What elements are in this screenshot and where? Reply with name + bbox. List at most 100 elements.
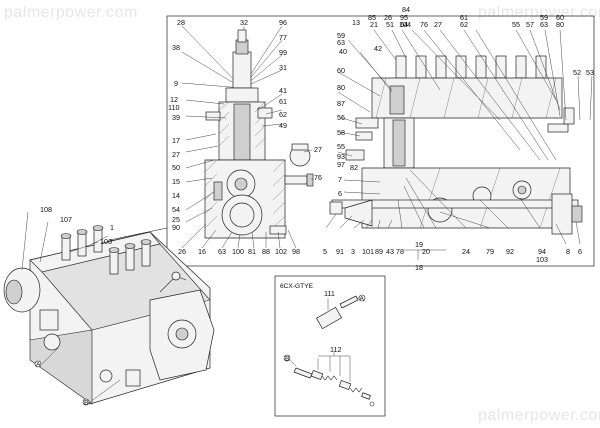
part-number-label: 42: [374, 44, 382, 53]
marker-b: B: [285, 356, 290, 363]
part-number-label: 19: [415, 240, 423, 249]
part-number-label: 27: [172, 150, 180, 159]
part-number-label: 91: [336, 247, 344, 256]
part-number-label: 92: [506, 247, 514, 256]
part-number-label: 41: [279, 86, 287, 95]
part-number-label: 61: [279, 97, 287, 106]
leader-lines: [181, 93, 313, 249]
part-number-label: 61: [460, 13, 468, 22]
part-number-label: 111: [324, 289, 335, 298]
part-number-label: 58: [337, 128, 345, 137]
part-number-label: 25: [172, 215, 180, 224]
part-number-label: 63: [218, 247, 226, 256]
part-number-label: 79: [486, 247, 494, 256]
watermark: palmerpower.com: [4, 4, 138, 21]
part-number-label: 76: [420, 20, 428, 29]
part-number-label: 8: [566, 247, 570, 256]
part-number-label: 98: [292, 247, 300, 256]
part-number-label: 26: [178, 247, 186, 256]
governor-cross-section: [181, 25, 314, 239]
part-number-label: 55: [337, 142, 345, 151]
part-number-label: 32: [240, 18, 248, 27]
part-number-label: 107: [60, 215, 72, 224]
part-number-label: 55: [512, 20, 520, 29]
part-number-label: 94: [538, 247, 546, 256]
part-number-label: 60: [556, 13, 564, 22]
part-number-label: 89: [375, 247, 383, 256]
leader-lines: [21, 211, 109, 271]
part-number-label: 9: [174, 79, 178, 88]
pump-body-side-view: [329, 55, 583, 235]
part-number-label: 31: [279, 63, 287, 72]
part-number-label: 97: [337, 160, 345, 169]
part-number-label: 90: [172, 223, 180, 232]
detail-view-frame: [109, 15, 595, 267]
part-number-label: 104: [399, 20, 411, 29]
part-number-label: 62: [279, 110, 287, 119]
part-number-label: 20: [422, 247, 430, 256]
part-number-label: 96: [279, 18, 287, 27]
watermark: palmerpower.com: [478, 4, 600, 21]
part-number-label: 18: [415, 263, 423, 272]
part-number-label: 17: [172, 136, 180, 145]
part-number-label: 43: [386, 247, 394, 256]
part-number-label: 106: [100, 237, 112, 246]
part-number-label: 5: [323, 247, 327, 256]
watermark: palmerpower.com: [478, 407, 600, 424]
part-number-label: 110: [168, 103, 179, 112]
part-number-label: 28: [177, 18, 185, 27]
part-number-label: 27: [314, 145, 322, 154]
part-number-label: 14: [172, 191, 180, 200]
part-number-label: 15: [172, 177, 180, 186]
part-number-label: 24: [462, 247, 470, 256]
part-number-label: 26: [384, 13, 392, 22]
part-number-label: 27: [434, 20, 442, 29]
part-number-label: 39: [172, 113, 180, 122]
leader-lines: [325, 29, 593, 260]
inset-box: [274, 275, 386, 417]
part-number-label: 16: [198, 247, 206, 256]
part-number-label: 88: [262, 247, 270, 256]
part-number-label: 1: [110, 223, 114, 232]
part-number-label: 62: [460, 20, 468, 29]
part-number-label: 63: [540, 20, 548, 29]
part-number-label: 76: [314, 173, 322, 182]
part-number-label: 57: [526, 20, 534, 29]
marker-a: A: [360, 296, 365, 303]
part-number-label: 93: [337, 152, 345, 161]
part-number-label: 87: [337, 99, 345, 108]
part-number-label: 102: [275, 247, 287, 256]
part-number-label: 54: [172, 205, 180, 214]
part-number-label: 95: [400, 13, 408, 22]
part-number-label: 52: [573, 68, 581, 77]
inset-title: 6CX-GTYE: [280, 283, 314, 290]
part-number-label: 59: [540, 13, 548, 22]
part-number-label: 112: [330, 345, 341, 354]
part-number-label: 21: [370, 20, 378, 29]
part-number-label: 78: [396, 247, 404, 256]
marker-b: B: [84, 400, 89, 407]
part-number-label: 100: [232, 247, 244, 256]
part-number-label: 7: [338, 175, 342, 184]
part-number-label: 77: [279, 33, 287, 42]
part-number-label: 12: [170, 95, 178, 104]
part-number-label: 6: [338, 189, 342, 198]
part-number-label: 59: [337, 31, 345, 40]
part-number-label: 64: [400, 20, 408, 29]
part-number-label: 63: [337, 38, 345, 47]
part-number-label: 38: [172, 43, 180, 52]
part-number-label: 51: [386, 20, 394, 29]
part-number-label: 81: [248, 247, 256, 256]
part-number-label: 3: [351, 247, 355, 256]
part-number-label: 101: [362, 247, 374, 256]
part-number-label: 56: [337, 113, 345, 122]
part-number-label: 108: [40, 205, 52, 214]
part-number-label: 85: [368, 13, 376, 22]
part-number-label: 99: [279, 48, 287, 57]
part-number-label: 13: [352, 18, 360, 27]
part-number-label: 103: [536, 255, 548, 264]
part-number-label: 82: [350, 163, 358, 172]
part-number-label: 50: [172, 163, 180, 172]
